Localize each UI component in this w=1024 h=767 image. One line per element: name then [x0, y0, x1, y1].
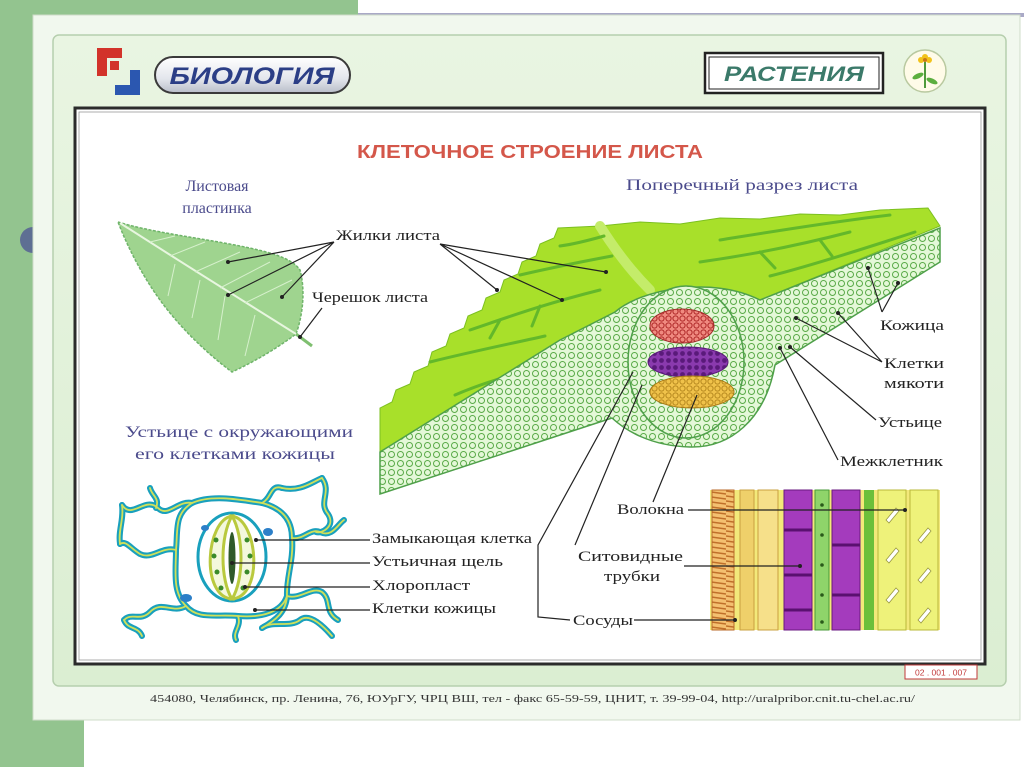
companion-cell: [815, 490, 829, 630]
phloem-bundle: [648, 347, 728, 377]
stoma-label: Устьице: [878, 415, 942, 431]
sieve-tubes-label-line1: Ситовидные: [578, 549, 683, 565]
guard-cell-label: Замыкающая клетка: [372, 531, 532, 547]
plant-emblem-icon: [904, 50, 946, 92]
section-badge: РАСТЕНИЯ: [705, 53, 883, 93]
mesophyll-label-line2: мякоти: [884, 376, 944, 392]
leaf-blade-heading-line1: Листовая: [185, 178, 249, 195]
poster-code-box: 02 . 001 . 007: [905, 665, 977, 679]
epidermis-label: Кожица: [880, 318, 944, 334]
subject-badge: БИОЛОГИЯ: [155, 57, 350, 93]
veins-label: Жилки листа: [336, 228, 440, 244]
mesophyll-label-line1: Клетки: [884, 356, 944, 372]
cross-section-heading: Поперечный разрез листа: [626, 177, 858, 194]
stomatal-pore-label: Устьичная щель: [372, 554, 503, 570]
poster-code: 02 . 001 . 007: [915, 668, 967, 678]
slide-green-top-band: [0, 0, 358, 16]
stoma-heading-line1: Устьице с окружающими: [125, 424, 354, 441]
poster: БИОЛОГИЯ РАСТЕНИЯ КЛЕТОЧНОЕ СТРОЕНИЕ ЛИС…: [33, 15, 1020, 720]
chloroplast-label: Хлоропласт: [372, 578, 471, 594]
epidermal-cells-label: Клетки кожицы: [372, 601, 496, 617]
fibers-label: Волокна: [617, 502, 684, 518]
intercellular-space-label: Межклетник: [840, 454, 944, 470]
petiole-label: Черешок листа: [312, 290, 428, 306]
sieve-tubes-label-line2: трубки: [604, 569, 660, 585]
diagram-title: КЛЕТОЧНОЕ СТРОЕНИЕ ЛИСТА: [357, 142, 703, 162]
xylem-bundle: [650, 309, 714, 343]
sieve-tube: [832, 490, 860, 630]
stomatal-pore: [229, 532, 236, 584]
fiber: [910, 490, 938, 630]
section-title: РАСТЕНИЯ: [724, 63, 865, 86]
subject-title: БИОЛОГИЯ: [170, 63, 336, 90]
leaf-blade-heading-line2: пластинка: [182, 200, 252, 217]
fiber-bundle: [650, 376, 734, 408]
stoma-heading-line2: его клетками кожицы: [135, 446, 335, 463]
vessel-spiral: [712, 490, 734, 630]
poster-footer: 454080, Челябинск, пр. Ленина, 76, ЮУрГУ…: [150, 694, 915, 705]
vessels-label: Сосуды: [573, 613, 633, 629]
